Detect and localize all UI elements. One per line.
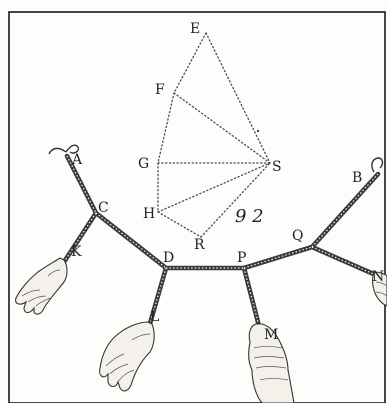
point-labels: E F G H R S A C D P Q B K L M N [71, 21, 384, 343]
line-f-g [157, 92, 175, 164]
hand-at-n [371, 271, 387, 307]
line-e-s [205, 32, 271, 164]
rope-p-q [241, 244, 315, 271]
label-s: S [272, 159, 282, 175]
line-e-f [173, 32, 207, 94]
rope-a-c [64, 153, 99, 216]
figure-number: 9 2 [235, 206, 264, 227]
label-d: D [163, 250, 174, 266]
hook-b [371, 157, 384, 173]
label-a: A [71, 152, 83, 168]
line-h-r [157, 211, 202, 238]
plate-border [8, 11, 386, 403]
ropes [61, 153, 387, 333]
line-h-s [157, 162, 271, 213]
rope-c-d-twist [95, 212, 167, 269]
label-q: Q [292, 228, 303, 244]
label-l: L [150, 309, 159, 325]
construction-dot [256, 129, 260, 133]
label-n: N [372, 269, 384, 285]
label-k: K [71, 244, 82, 260]
rope-p-q-twist [243, 246, 313, 269]
label-p: P [237, 250, 246, 266]
rope-d-l-twist [148, 267, 167, 328]
rope-q-n-twist [311, 246, 386, 280]
line-f-s [173, 92, 271, 164]
hand-at-k [15, 257, 68, 315]
label-f: F [155, 82, 165, 98]
line-r-s [200, 162, 271, 238]
label-g: G [138, 156, 149, 172]
label-c: C [98, 200, 109, 216]
rope-p-m [241, 265, 263, 333]
hand-at-m [248, 323, 295, 403]
hook-a [48, 144, 80, 155]
label-e: E [190, 21, 200, 37]
rope-c-k-twist [63, 212, 97, 263]
label-h: H [143, 206, 155, 222]
hand-at-l [99, 321, 155, 392]
label-m: M [264, 327, 278, 343]
label-b: B [352, 170, 362, 186]
label-r: R [194, 237, 205, 253]
construction-lines [157, 32, 271, 238]
rope-q-b [309, 171, 381, 250]
